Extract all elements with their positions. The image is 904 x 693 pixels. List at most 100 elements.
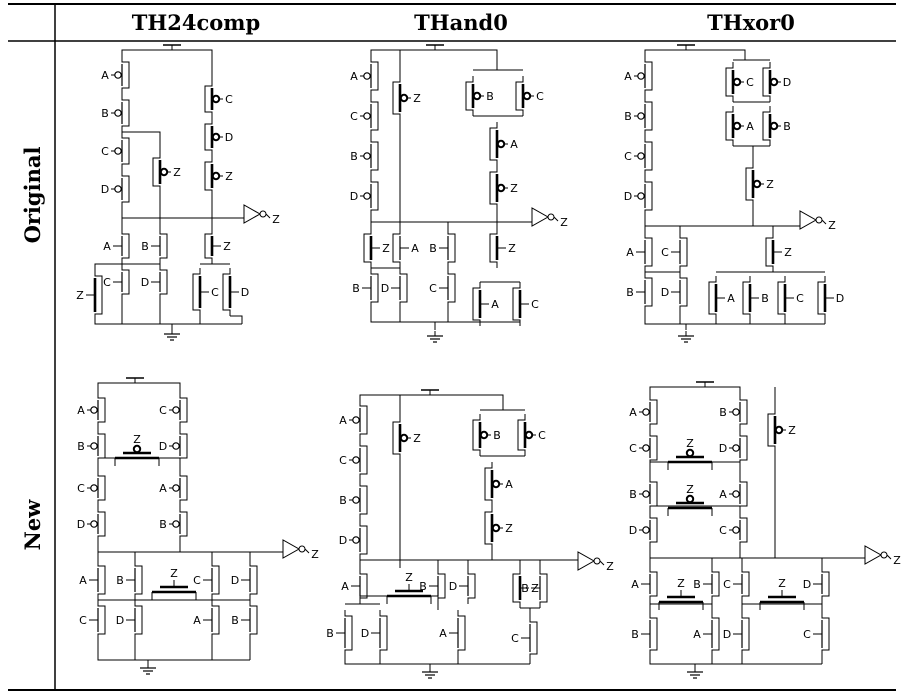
inversion-bubble [642,490,650,498]
pmos-transistor: C [77,470,106,506]
nmos-transistor: B [626,272,653,312]
signal-label: A [341,580,349,593]
signal-label: Z [686,483,694,496]
wire [363,228,372,268]
signal-label: A [491,298,499,311]
wire [97,470,106,506]
nmos-transistor: D [141,264,168,300]
ground-symbol [678,331,694,343]
signal-label: D [836,292,844,305]
signal-label: B [629,488,637,501]
nmos-transistor: D [116,600,143,640]
signal-label: D [101,183,109,196]
signal-label: Z [413,432,421,445]
signal-label: Z [788,424,796,437]
nmos-transistor: B [742,276,769,320]
inversion-bubble [815,216,823,224]
inversion-bubble [90,406,98,414]
wire [97,542,283,553]
signal-label: C [796,292,804,305]
output-inverter: Z [243,204,280,226]
wire [399,268,408,308]
nmos-transistor: B [693,566,720,602]
signal-label: C [511,632,519,645]
wire [159,264,168,300]
wire [489,166,498,210]
wire [708,276,717,320]
pmos-transistor: B [624,96,653,136]
signal-label: Z [508,242,516,255]
pmos-transistor: B [77,428,106,464]
inversion-bubble [774,425,784,435]
wire [539,568,548,608]
row-header-original: Original [20,147,45,244]
wire [159,228,168,264]
signal-label: B [77,440,85,453]
inverter-triangle [864,545,883,565]
wire [484,462,493,506]
pmos-transistor: D [77,506,106,542]
pmos-transistor: D [762,62,791,102]
wire [741,612,750,656]
wire [649,505,741,512]
signal-label: D [361,627,369,640]
inversion-bubble [593,557,601,565]
pmos-transistor: C [515,76,544,116]
pmos-transistor: D [339,520,368,560]
nmos-transistor: B [419,568,446,604]
signal-label: D [350,190,358,203]
nmos-transistor: D [231,560,258,600]
wire [644,136,653,176]
inversion-bubble [479,430,489,440]
wire [370,96,379,136]
nmos-transistor: Z [151,567,197,600]
wire [765,232,774,272]
signal-label: Z [766,178,774,191]
wire [817,276,826,320]
inversion-bubble [90,484,98,492]
wire [134,560,143,600]
signal-label: Z [778,577,786,590]
nmos-transistor: C [429,268,456,308]
nmos-transistor: A [79,560,106,600]
signal-label: Z [223,240,231,253]
inverter-triangle [243,204,262,224]
wire [121,56,130,94]
wire [370,49,435,56]
signal-label: D [629,524,637,537]
signal-label: B [626,286,634,299]
inversion-bubble [399,93,409,103]
nmos-transistor: C [511,616,538,660]
wire [392,76,401,120]
inversion-bubble [114,185,122,193]
wire [121,94,130,132]
inverter-triangle [531,207,550,227]
wire [121,170,130,208]
signal-label: Z [505,522,513,535]
wire [457,610,466,656]
nmos-transistor: C [79,600,106,640]
wire [484,506,493,550]
wire [739,476,748,512]
wire [711,612,720,656]
inversion-bubble [298,545,306,553]
pmos-transistor: Z [484,506,513,550]
inversion-bubble [732,444,740,452]
pmos-transistor: C [101,132,130,170]
output-inverter: Z [531,207,568,229]
col-header-th24comp: TH24comp [132,10,260,35]
nmos-transistor: Z [759,577,805,610]
inversion-bubble [352,456,360,464]
pmos-transistor: C [629,430,658,466]
inversion-bubble [114,71,122,79]
wire [529,616,538,660]
signal-label: A [629,406,637,419]
inversion-bubble [769,121,779,131]
signal-label: B [493,429,501,442]
wire [152,152,161,192]
signal-label: A [79,574,87,587]
pmos-transistor: C [339,440,368,480]
wire [435,49,498,70]
